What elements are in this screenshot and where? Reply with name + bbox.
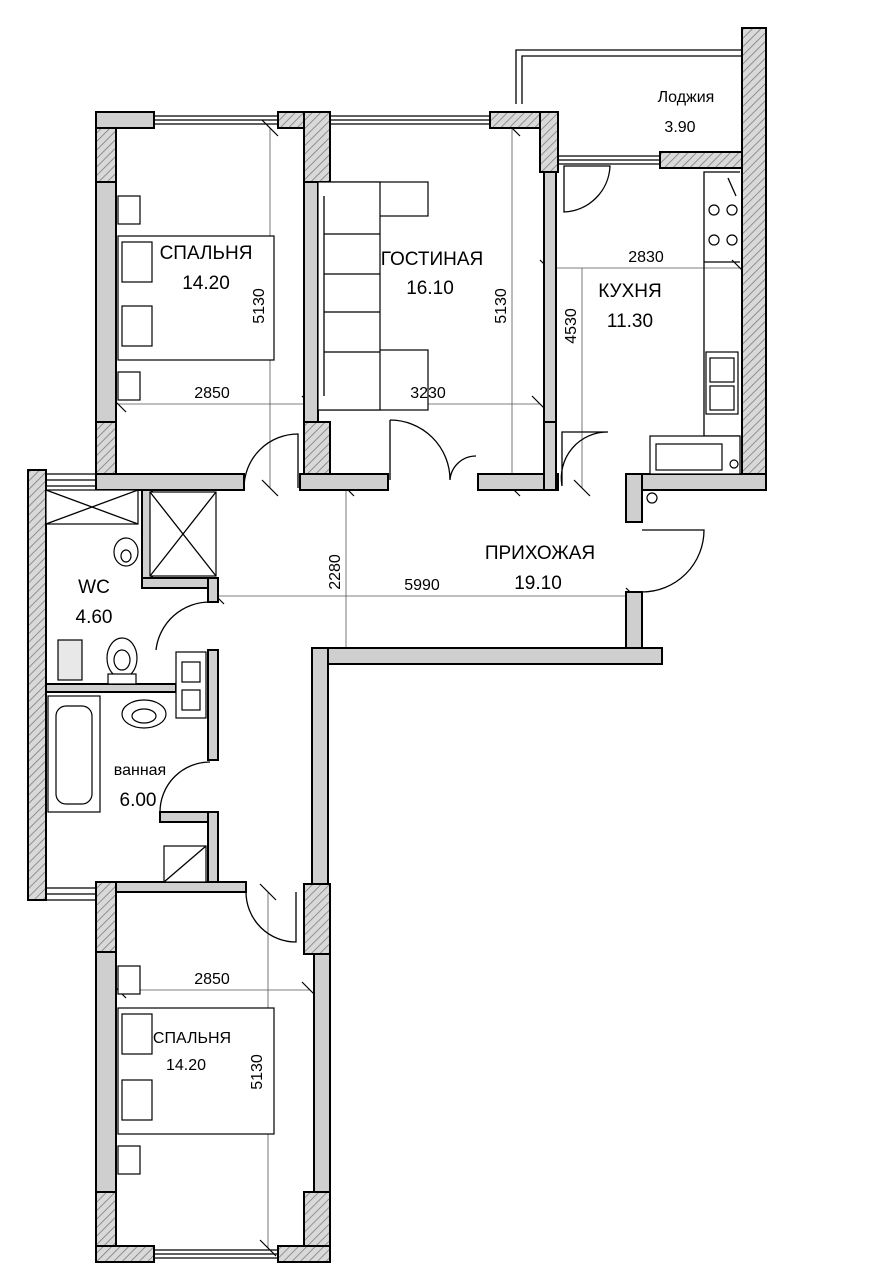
room-name-kitchen: КУХНЯ bbox=[598, 281, 661, 302]
room-area-loggia: 3.90 bbox=[664, 119, 695, 136]
room-area-living: 16.10 bbox=[406, 278, 454, 299]
doors bbox=[155, 165, 705, 943]
room-name-living: ГОСТИНАЯ bbox=[381, 249, 483, 270]
dimension-labels: 2850 5130 3230 5130 2830 4530 5990 2280 … bbox=[194, 249, 664, 1090]
dim-hall-width: 2280 bbox=[327, 554, 344, 590]
dim-bedroom-bottom-depth: 5130 bbox=[249, 1054, 266, 1090]
room-area-hall: 19.10 bbox=[514, 573, 562, 594]
room-area-kitchen: 11.30 bbox=[607, 311, 653, 332]
fixtures bbox=[45, 171, 741, 1175]
room-area-bedroom-bottom: 14.20 bbox=[166, 1057, 206, 1074]
dim-kitchen-depth: 4530 bbox=[563, 308, 580, 344]
room-area-wc: 4.60 bbox=[76, 607, 113, 628]
room-name-wc: WC bbox=[78, 577, 110, 598]
room-name-bedroom-top: СПАЛЬНЯ bbox=[160, 243, 253, 264]
room-area-bedroom-top: 14.20 bbox=[182, 273, 230, 294]
dim-kitchen-width: 2830 bbox=[628, 249, 664, 266]
room-name-hall: ПРИХОЖАЯ bbox=[485, 543, 595, 564]
walls bbox=[27, 27, 767, 1263]
dim-living-depth: 5130 bbox=[493, 288, 510, 324]
dim-bedroom-top-depth: 5130 bbox=[251, 288, 268, 324]
room-name-loggia: Лоджия bbox=[658, 89, 715, 106]
room-area-bath: 6.00 bbox=[120, 790, 157, 811]
room-name-bath: ванная bbox=[114, 762, 166, 779]
dim-living-width: 3230 bbox=[410, 385, 446, 402]
dim-bedroom-bottom-width: 2850 bbox=[194, 971, 230, 988]
dim-hall-length: 5990 bbox=[404, 577, 440, 594]
room-labels: СПАЛЬНЯ 14.20 ГОСТИНАЯ 16.10 КУХНЯ 11.30… bbox=[76, 89, 715, 1074]
dim-bedroom-top-width: 2850 bbox=[194, 385, 230, 402]
room-name-bedroom-bottom: СПАЛЬНЯ bbox=[153, 1030, 231, 1047]
